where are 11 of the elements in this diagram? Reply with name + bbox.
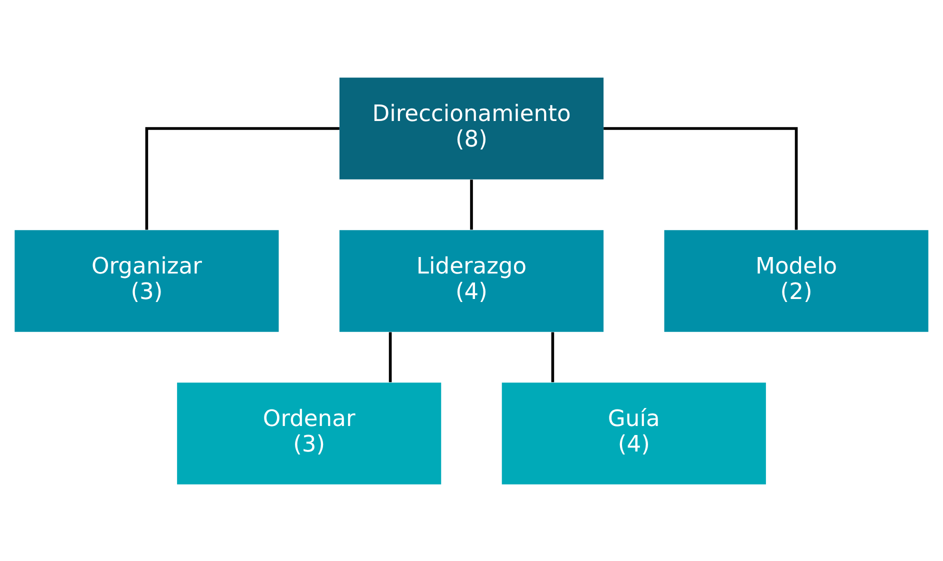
connector (604, 126, 798, 230)
node-box: Guía (4) (502, 382, 766, 484)
node-box: Organizar (3) (14, 230, 279, 332)
connector (551, 332, 554, 382)
connector (145, 126, 340, 230)
connector (470, 179, 473, 230)
node-box: Ordenar (3) (177, 382, 442, 484)
node-box: Liderazgo (4) (339, 230, 604, 332)
node-box: Modelo (2) (664, 230, 928, 332)
node-box: Direccionamiento (8) (339, 77, 604, 179)
connector (388, 332, 392, 382)
